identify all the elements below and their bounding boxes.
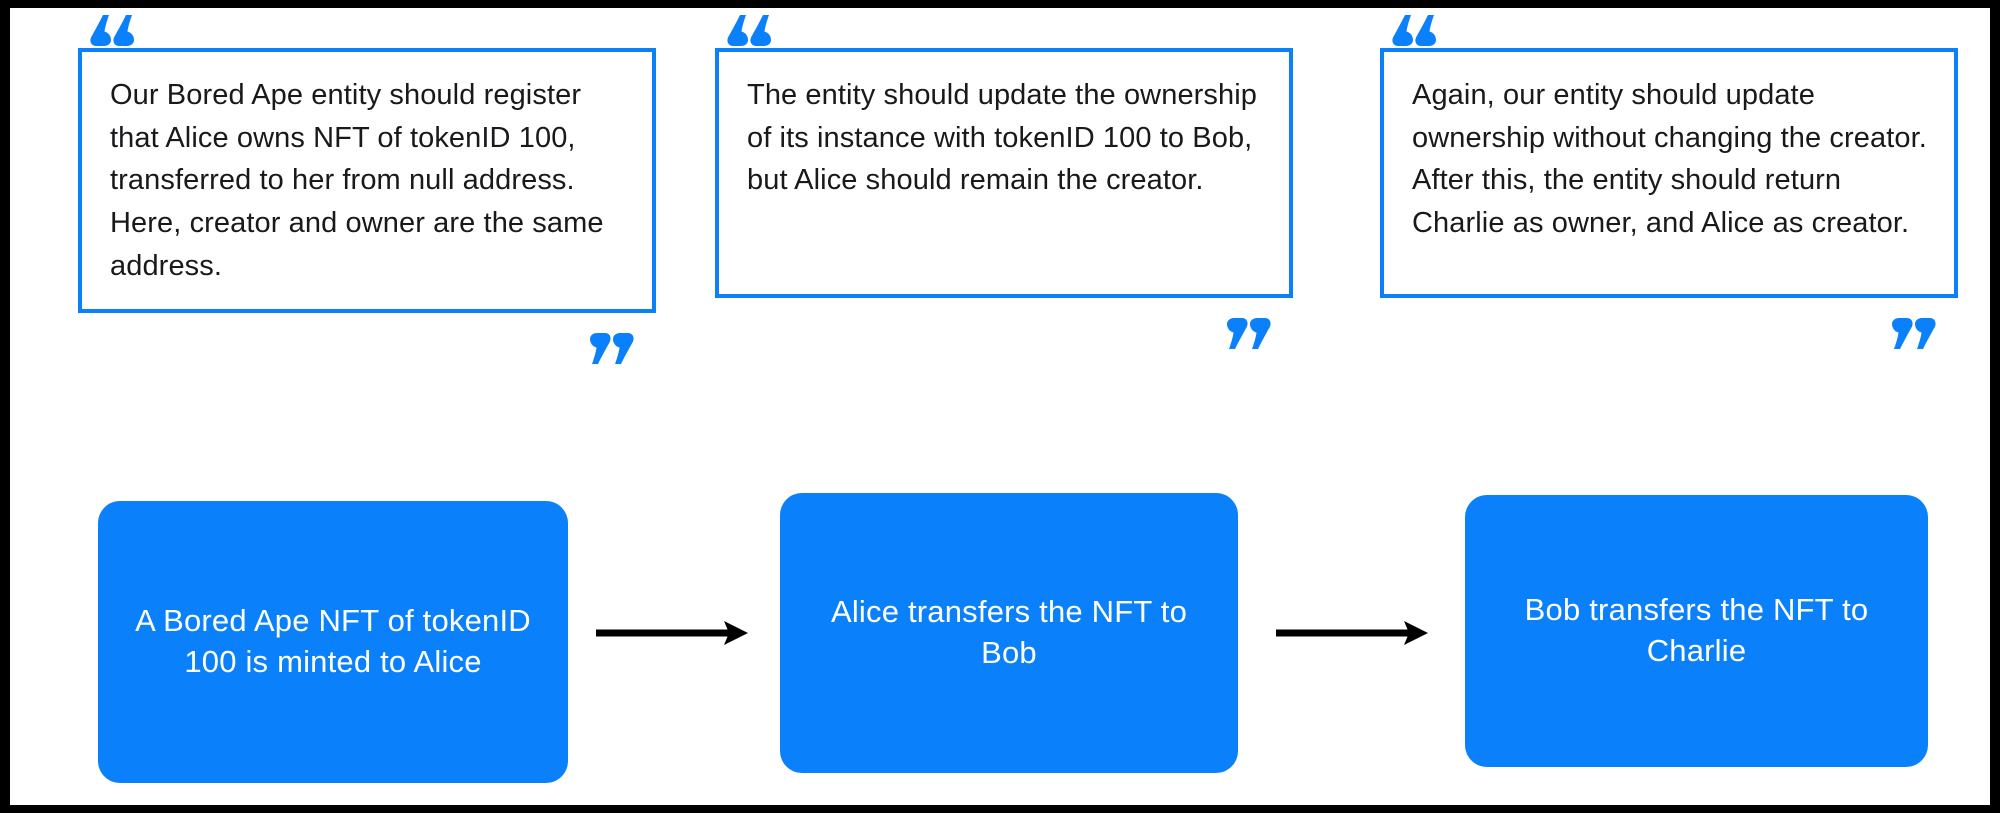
quote-text-2: The entity should update the ownership o…	[747, 79, 1258, 197]
flow-node-alice-to-bob-label: Alice transfers the NFT to Bob	[830, 594, 1188, 670]
quote-open-icon	[727, 12, 1293, 46]
quote-callout-2: The entity should update the ownership o…	[715, 12, 1293, 352]
quote-close-icon	[715, 318, 1293, 352]
quote-close-icon	[78, 333, 656, 367]
flow-node-alice-to-bob[interactable]: Alice transfers the NFT to Bob	[780, 493, 1238, 773]
flow-arrow-1-icon	[596, 618, 750, 648]
flow-diagram-row: A Bored Ape NFT of tokenID 100 is minted…	[10, 473, 1990, 783]
quote-box-2: The entity should update the ownership o…	[715, 48, 1293, 298]
diagram-canvas: Our Bored Ape entity should register tha…	[10, 8, 1990, 805]
quote-callout-3: Again, our entity should update ownershi…	[1380, 12, 1958, 352]
quote-text-3: Again, our entity should update ownershi…	[1412, 79, 1927, 239]
flow-node-bob-to-charlie[interactable]: Bob transfers the NFT to Charlie	[1465, 495, 1928, 767]
quote-open-icon	[90, 12, 656, 46]
quote-callout-row: Our Bored Ape entity should register tha…	[10, 8, 1990, 368]
flow-node-mint[interactable]: A Bored Ape NFT of tokenID 100 is minted…	[98, 501, 568, 783]
quote-text-1: Our Bored Ape entity should register tha…	[110, 79, 604, 282]
quote-callout-1: Our Bored Ape entity should register tha…	[78, 12, 656, 367]
quote-open-icon	[1392, 12, 1958, 46]
quote-close-icon	[1380, 318, 1958, 352]
quote-box-3: Again, our entity should update ownershi…	[1380, 48, 1958, 298]
flow-node-mint-label: A Bored Ape NFT of tokenID 100 is minted…	[135, 603, 531, 679]
quote-box-1: Our Bored Ape entity should register tha…	[78, 48, 656, 314]
flow-arrow-2-icon	[1276, 618, 1430, 648]
flow-node-bob-to-charlie-label: Bob transfers the NFT to Charlie	[1524, 592, 1869, 668]
